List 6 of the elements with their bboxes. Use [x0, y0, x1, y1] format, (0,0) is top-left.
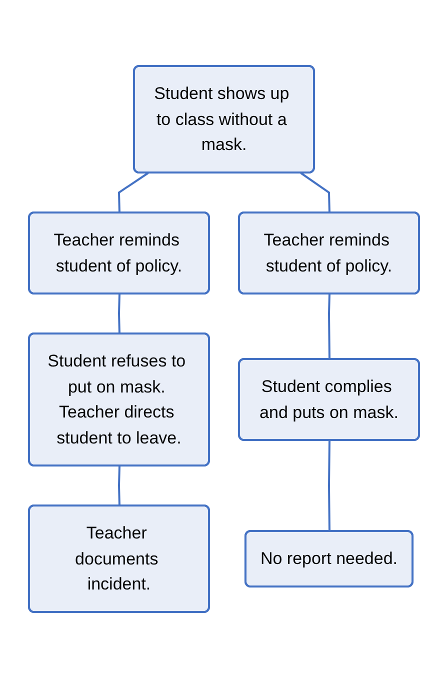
connector — [328, 293, 330, 360]
connector — [117, 172, 148, 213]
connector — [328, 440, 330, 532]
connector — [300, 172, 330, 213]
connector — [118, 465, 120, 506]
connector — [118, 293, 120, 334]
